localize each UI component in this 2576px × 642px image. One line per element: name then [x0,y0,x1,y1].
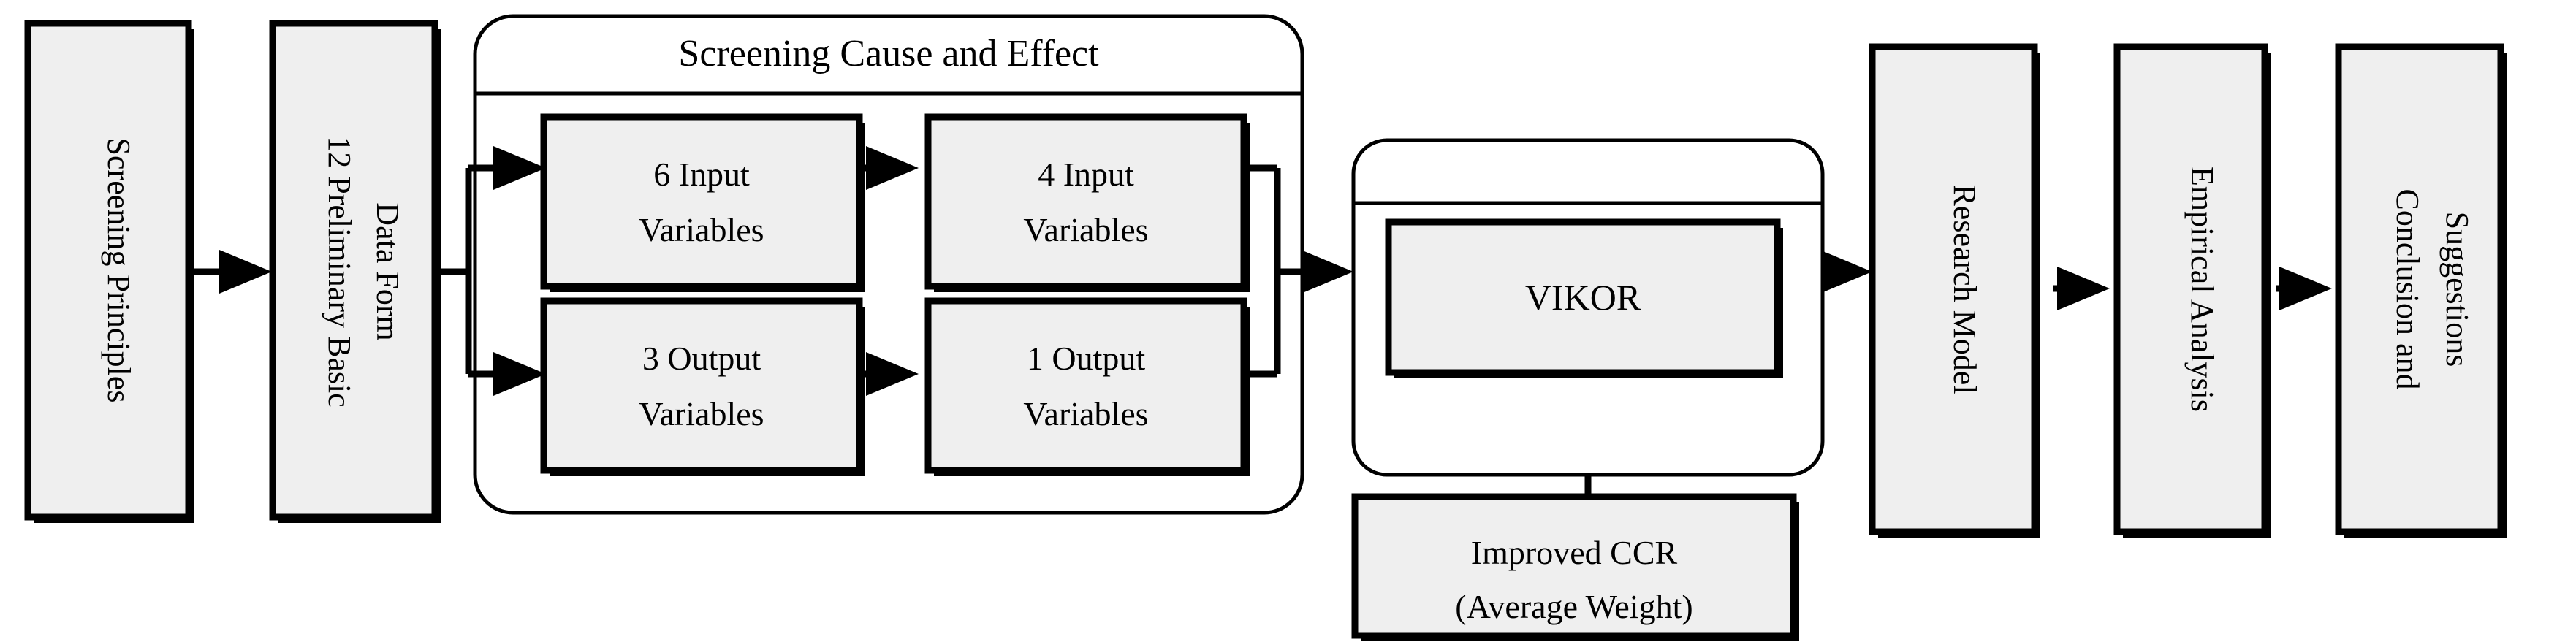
group-screening-title: Screening Cause and Effect [678,33,1099,74]
node-label-input-4-line1: 4 Input [1038,156,1134,193]
node-empirical-analysis[interactable]: Empirical Analysis [2113,43,2271,538]
node-label-vikor: VIKOR [1525,277,1641,318]
node-input-6[interactable]: 6 Input Variables [540,113,865,292]
node-label-improved-ccr-line2: (Average Weight) [1455,588,1692,625]
node-label-research-model: Research Model [1947,184,1983,394]
arrowhead-right [2279,267,2332,310]
edge-output3-to-output1 [865,352,919,396]
edge-principles-to-dataform [191,250,272,294]
node-label-improved-ccr-line1: Improved CCR [1471,534,1678,571]
edge-research-model-to-empirical [2053,267,2110,310]
node-label-output-3-line2: Variables [639,395,764,432]
node-research-model[interactable]: Research Model [1869,43,2040,538]
node-label-input-6-line2: Variables [639,211,764,248]
node-label-output-1-line2: Variables [1023,395,1148,432]
node-label-screening-principles: Screening Principles [101,138,137,403]
node-label-output-3-line1: 3 Output [642,340,761,377]
edge-empirical-to-conclusion [2276,267,2332,310]
node-screening-principles[interactable]: Screening Principles [24,20,194,523]
arrowhead-right [1820,250,1872,294]
node-label-data-form-line1: 12 Preliminary Basic [322,136,357,408]
edge-dataform-to-variables [438,146,546,396]
node-label-input-4-line2: Variables [1023,211,1148,248]
arrowhead-right [866,352,919,396]
arrowhead-right [219,250,272,294]
node-output-1[interactable]: 1 Output Variables [924,297,1250,476]
node-label-conclusion-line2: Suggestions [2439,212,2475,367]
edge-variables-to-vikor [1249,164,1353,378]
arrowhead-right [493,146,546,190]
node-input-4[interactable]: 4 Input Variables [924,113,1250,292]
node-label-empirical-analysis: Empirical Analysis [2184,167,2220,412]
node-conclusion-and-suggestions[interactable]: Conclusion and Suggestions [2335,43,2507,538]
arrowhead-right [1301,250,1353,294]
node-label-data-form-line2: Data Form [370,202,406,340]
arrowhead-right [866,146,919,190]
node-improved-ccr[interactable]: Improved CCR (Average Weight) [1351,493,1799,641]
edge-input6-to-input4 [865,146,919,190]
node-label-input-6-line1: 6 Input [653,156,750,193]
node-label-output-1-line1: 1 Output [1027,340,1146,377]
node-vikor[interactable]: VIKOR [1385,218,1783,378]
edge-vikor-to-research-model [1820,250,1872,294]
node-label-conclusion-line1: Conclusion and [2390,189,2425,390]
arrowhead-right [2057,267,2110,310]
node-data-form[interactable]: 12 Preliminary Basic Data Form [269,20,441,523]
arrowhead-right [493,352,546,396]
node-output-3[interactable]: 3 Output Variables [540,297,865,476]
